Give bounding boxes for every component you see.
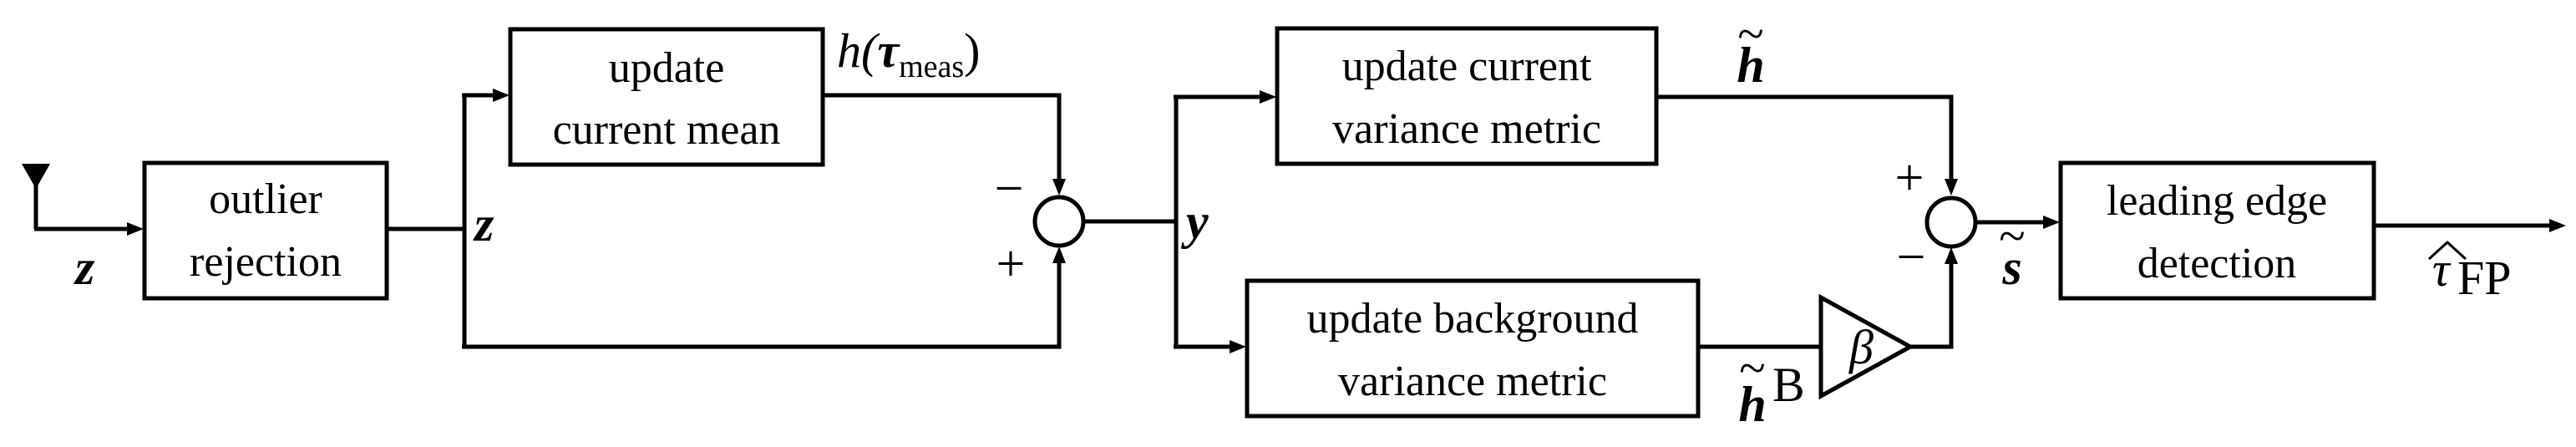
- tau-hat-mark: [2427, 240, 2467, 261]
- outlier-rejection-block: outlier rejection: [142, 160, 389, 301]
- signal-y: y: [1181, 194, 1209, 249]
- signal-h-b: ~ h B: [1738, 341, 1804, 432]
- update-current-mean-label-1: update: [609, 44, 725, 92]
- h-meas-tau: τ: [877, 23, 900, 78]
- gain-beta-symbol: β: [1848, 320, 1874, 374]
- h-tilde-mark: ~: [1737, 7, 1763, 61]
- antenna-icon: [22, 164, 50, 229]
- input-wire: [34, 222, 144, 236]
- sum2-sign-bottom: −: [1897, 229, 1926, 286]
- sum2-to-leading-wire: [1975, 216, 2060, 229]
- h-meas-fn: h(: [837, 23, 880, 78]
- gain-to-sum2-wire: [1910, 247, 1958, 349]
- sum1-sign-top: −: [995, 160, 1024, 217]
- tau-fp-symbol: τ: [2432, 242, 2452, 297]
- cur-var-to-sum2-wire: [1656, 94, 1958, 196]
- sum1-sign-bottom: +: [996, 236, 1026, 292]
- s-tilde-symbol: s: [2001, 240, 2021, 295]
- update-current-variance-block: update current variance metric: [1275, 26, 1659, 166]
- leading-edge-label-2: detection: [2137, 240, 2297, 287]
- update-current-mean-block: update current mean: [508, 27, 825, 167]
- z-to-sum1-wire: [462, 246, 1066, 349]
- outlier-rejection-label-2: rejection: [190, 238, 342, 286]
- gain-beta-block: β: [1818, 293, 1915, 400]
- h-b-tilde-mark: ~: [1739, 341, 1765, 395]
- h-b-symbol: h: [1738, 377, 1766, 432]
- signal-s-tilde: ~ s: [1999, 209, 2025, 295]
- output-wire: [2374, 219, 2566, 232]
- update-background-variance-block: update background variance metric: [1245, 278, 1701, 419]
- update-background-variance-label-2: variance metric: [1338, 358, 1607, 405]
- signal-tau-fp: τ FP: [2427, 240, 2512, 305]
- summing-junction-2: [1924, 196, 1978, 249]
- h-b-superscript: B: [1772, 358, 1805, 412]
- tau-fp-subscript: FP: [2457, 251, 2512, 305]
- svg-text:h(τmeas): h(τmeas): [837, 23, 980, 84]
- leading-edge-detection-block: leading edge detection: [2058, 160, 2376, 301]
- h-meas-sub: meas: [899, 49, 964, 84]
- h-meas-close: ): [964, 23, 980, 78]
- summing-junction-1: [1032, 195, 1086, 248]
- y-to-cur-var-wire: [1174, 90, 1276, 104]
- leading-edge-label-1: leading edge: [2107, 177, 2327, 225]
- update-current-mean-label-2: current mean: [553, 106, 781, 154]
- signal-z-mid: z: [473, 196, 494, 251]
- update-current-variance-label-1: update current: [1342, 43, 1592, 90]
- update-background-variance-label-1: update background: [1306, 295, 1638, 343]
- signal-h-tilde: ~ h: [1737, 7, 1764, 93]
- signal-z-input: z: [74, 240, 95, 295]
- signal-h-tau-meas: h(τmeas): [837, 23, 980, 84]
- h-tilde-symbol: h: [1737, 38, 1764, 93]
- y-to-bg-var-wire: [1174, 340, 1246, 353]
- update-current-variance-label-2: variance metric: [1332, 105, 1601, 153]
- z-to-mean-wire: [462, 89, 510, 102]
- outlier-rejection-label-1: outlier: [209, 175, 322, 223]
- mean-to-sum1-wire: [823, 93, 1066, 196]
- s-tilde-mark: ~: [1999, 209, 2025, 263]
- sum2-sign-top: +: [1895, 150, 1924, 206]
